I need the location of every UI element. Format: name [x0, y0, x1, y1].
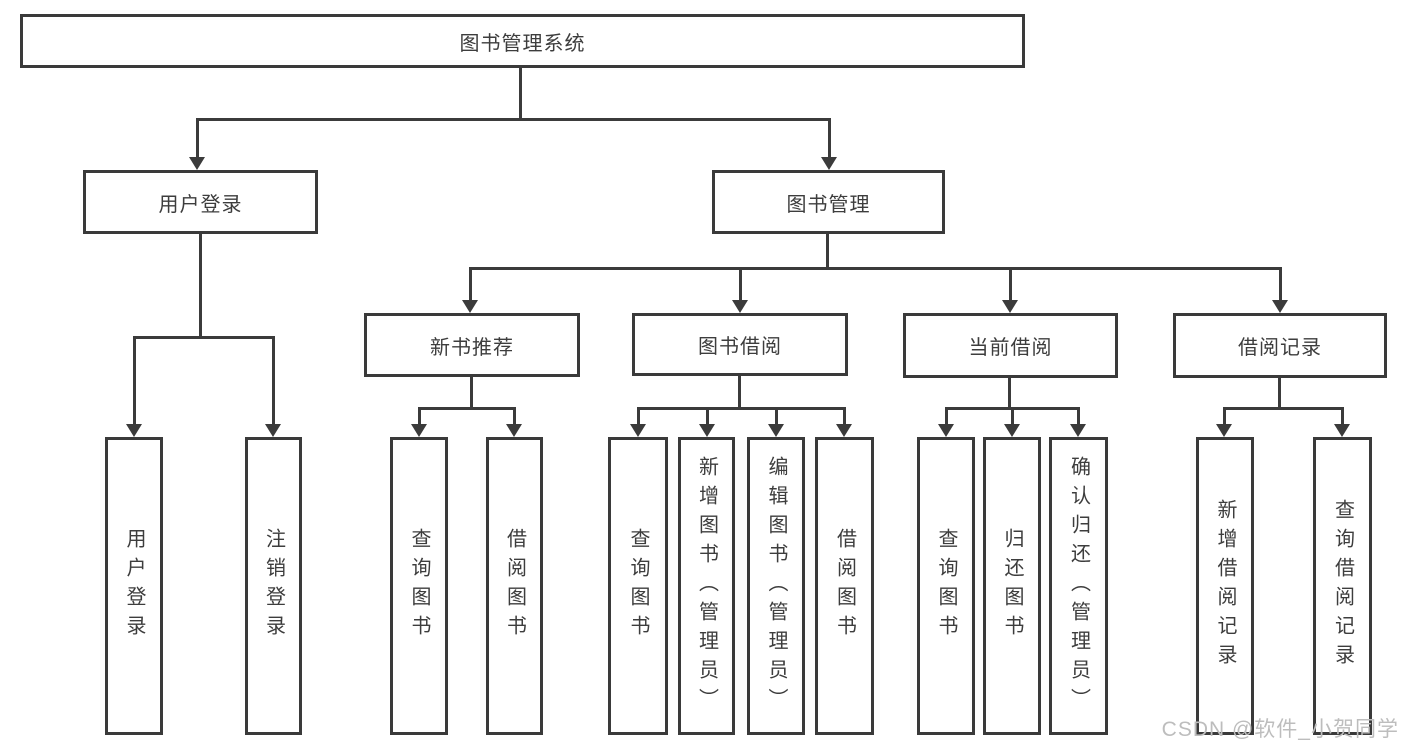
leaf-borrow-books: 借阅图书: [815, 437, 874, 735]
connector-line: [470, 267, 1282, 270]
connector-line: [1224, 407, 1344, 410]
connector-line: [1008, 378, 1011, 407]
node-label: 用户登录: [123, 528, 145, 644]
connector-line: [826, 234, 829, 269]
node-label: 查询借阅记录: [1331, 499, 1354, 673]
node-label: 新书推荐: [430, 336, 514, 359]
leaf-query-borrow-record: 查询借阅记录: [1313, 437, 1372, 735]
connector-line: [133, 336, 136, 426]
node-label: 借阅图书: [503, 528, 526, 644]
node-label: 借阅记录: [1238, 337, 1322, 359]
node-label: 编辑图书（管理员）: [765, 455, 787, 717]
connector-line: [1223, 407, 1226, 426]
leaf-recommend-query-books: 查询图书: [390, 437, 448, 735]
connector-line: [706, 407, 709, 426]
arrow-down-icon: [821, 157, 837, 170]
arrow-down-icon: [1002, 300, 1018, 313]
csdn-watermark: CSDN @软件_小贺同学: [1161, 718, 1399, 741]
leaf-borrow-query-books: 查询图书: [608, 437, 668, 735]
connector-line: [739, 267, 742, 302]
connector-line: [1011, 407, 1014, 426]
connector-line: [1278, 378, 1281, 407]
connector-line: [418, 407, 516, 410]
node-current-borrow: 当前借阅: [903, 313, 1118, 378]
connector-line: [133, 336, 275, 339]
connector-line: [197, 118, 831, 121]
leaf-current-query-books: 查询图书: [917, 437, 975, 735]
leaf-confirm-return-admin: 确认归还（管理员）: [1049, 437, 1108, 735]
connector-line: [1341, 407, 1344, 426]
arrow-down-icon: [126, 424, 142, 437]
leaf-edit-books-admin: 编辑图书（管理员）: [747, 437, 805, 735]
connector-line: [272, 336, 275, 426]
connector-line: [199, 234, 202, 338]
arrow-down-icon: [938, 424, 954, 437]
node-book-management: 图书管理: [712, 170, 945, 234]
node-label: 借阅图书: [833, 528, 856, 644]
leaf-recommend-borrow-books: 借阅图书: [486, 437, 543, 735]
arrow-down-icon: [768, 424, 784, 437]
node-label: 查询图书: [627, 528, 649, 644]
node-label: 注销登录: [262, 528, 285, 644]
arrow-down-icon: [732, 300, 748, 313]
node-label: 新增借阅记录: [1214, 499, 1236, 673]
arrow-down-icon: [506, 424, 522, 437]
connector-line: [196, 118, 199, 159]
connector-line: [1009, 267, 1012, 302]
arrow-down-icon: [630, 424, 646, 437]
connector-line: [1077, 407, 1080, 426]
node-label: 图书借阅: [698, 336, 782, 358]
leaf-add-books-admin: 新增图书（管理员）: [678, 437, 735, 735]
arrow-down-icon: [462, 300, 478, 313]
connector-line: [470, 377, 473, 409]
node-label: 确认归还（管理员）: [1067, 455, 1090, 717]
connector-line: [828, 118, 831, 159]
leaf-return-books: 归还图书: [983, 437, 1041, 735]
connector-line: [637, 407, 845, 410]
arrow-down-icon: [836, 424, 852, 437]
arrow-down-icon: [1334, 424, 1350, 437]
node-borrow-record: 借阅记录: [1173, 313, 1387, 378]
connector-line: [513, 407, 516, 426]
connector-line: [775, 407, 778, 426]
leaf-add-borrow-record: 新增借阅记录: [1196, 437, 1254, 735]
node-label: 查询图书: [935, 528, 957, 644]
node-label: 归还图书: [1001, 528, 1023, 644]
connector-line: [469, 267, 472, 302]
node-label: 当前借阅: [968, 337, 1053, 359]
connector-line: [418, 407, 421, 426]
arrow-down-icon: [1070, 424, 1086, 437]
arrow-down-icon: [411, 424, 427, 437]
node-label: 查询图书: [408, 528, 430, 644]
node-root-book-management-system: 图书管理系统: [20, 14, 1025, 68]
arrow-down-icon: [265, 424, 281, 437]
connector-line: [843, 407, 846, 426]
node-user-login: 用户登录: [83, 170, 318, 234]
connector-line: [519, 68, 522, 120]
connector-line: [738, 376, 741, 409]
leaf-logout: 注销登录: [245, 437, 302, 735]
node-new-book-recommend: 新书推荐: [364, 313, 580, 377]
node-label: 用户登录: [158, 193, 243, 216]
arrow-down-icon: [1216, 424, 1232, 437]
arrow-down-icon: [699, 424, 715, 437]
connector-line: [945, 407, 948, 426]
leaf-user-login: 用户登录: [105, 437, 163, 735]
arrow-down-icon: [189, 157, 205, 170]
node-book-borrow: 图书借阅: [632, 313, 848, 376]
node-label: 图书管理系统: [459, 32, 586, 55]
arrow-down-icon: [1272, 300, 1288, 313]
connector-line: [1279, 267, 1282, 302]
connector-line: [637, 407, 640, 426]
node-label: 图书管理: [786, 193, 871, 216]
node-label: 新增图书（管理员）: [695, 455, 718, 717]
arrow-down-icon: [1004, 424, 1020, 437]
